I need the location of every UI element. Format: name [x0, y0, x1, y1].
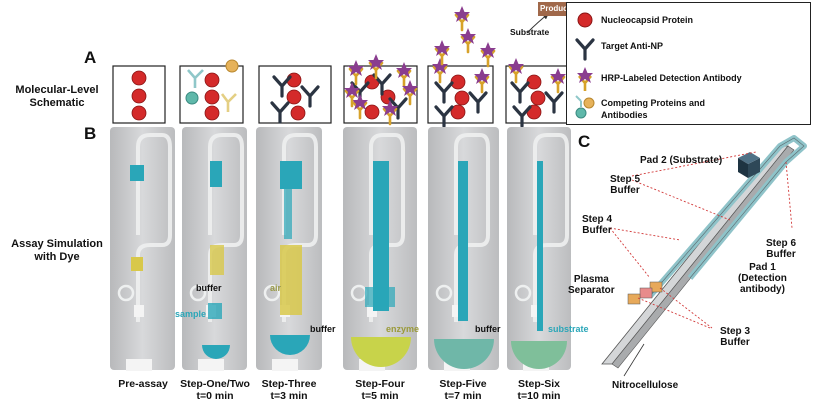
annotation-substrate: substrate — [548, 324, 589, 334]
product-box — [538, 2, 568, 16]
legend-item-np: Nucleocapsid Protein — [601, 15, 694, 25]
row-label-molecular: Molecular-Level Schematic — [15, 84, 99, 109]
competing-icon — [575, 95, 595, 119]
device-diagram — [601, 135, 807, 377]
annotation-sample: sample — [175, 309, 207, 319]
label-nitrocellulose: Nitrocellulose — [612, 380, 679, 391]
y-antibody-icon — [575, 38, 595, 61]
photo-step-six — [507, 127, 571, 373]
annotation-buffer-2: buffer — [310, 324, 336, 334]
hrp-star-icon — [577, 67, 593, 91]
annotation-buffer-3: buffer — [475, 324, 501, 334]
annotation-enzyme: enzyme — [386, 324, 420, 334]
annotation-air: air — [270, 283, 282, 293]
substrate-label: Substrate — [510, 27, 550, 37]
molecular-schematic — [112, 2, 571, 128]
panel-letter-b: B — [84, 124, 97, 143]
row-label-assay: Assay Simulation with Dye — [11, 238, 103, 263]
photo-step-three — [256, 127, 322, 373]
legend-item-competing: Competing Proteins and — [601, 98, 706, 108]
legend-item-competing-2: Antibodies — [601, 110, 648, 120]
legend-item-anti-np: Target Anti-NP — [601, 41, 663, 51]
photo-pre-assay — [110, 127, 175, 373]
panel-letter-a: A — [84, 48, 97, 67]
panel-letter-c: C — [578, 132, 591, 151]
legend-item-hrp: HRP-Labeled Detection Antibody — [601, 73, 742, 83]
photo-step-one-two — [182, 127, 247, 373]
photo-step-five — [428, 127, 499, 373]
photo-step-four — [343, 127, 417, 373]
legend: Nucleocapsid Protein Target Anti-NP HRP-… — [566, 2, 811, 125]
label-pad-2: Pad 2 (Substrate) — [640, 155, 723, 166]
annotation-buffer-1: buffer — [196, 283, 222, 293]
step-label-pre-assay: Pre-assay — [118, 378, 168, 390]
product-label: Product — [540, 4, 571, 13]
red-circle-icon — [577, 12, 593, 28]
